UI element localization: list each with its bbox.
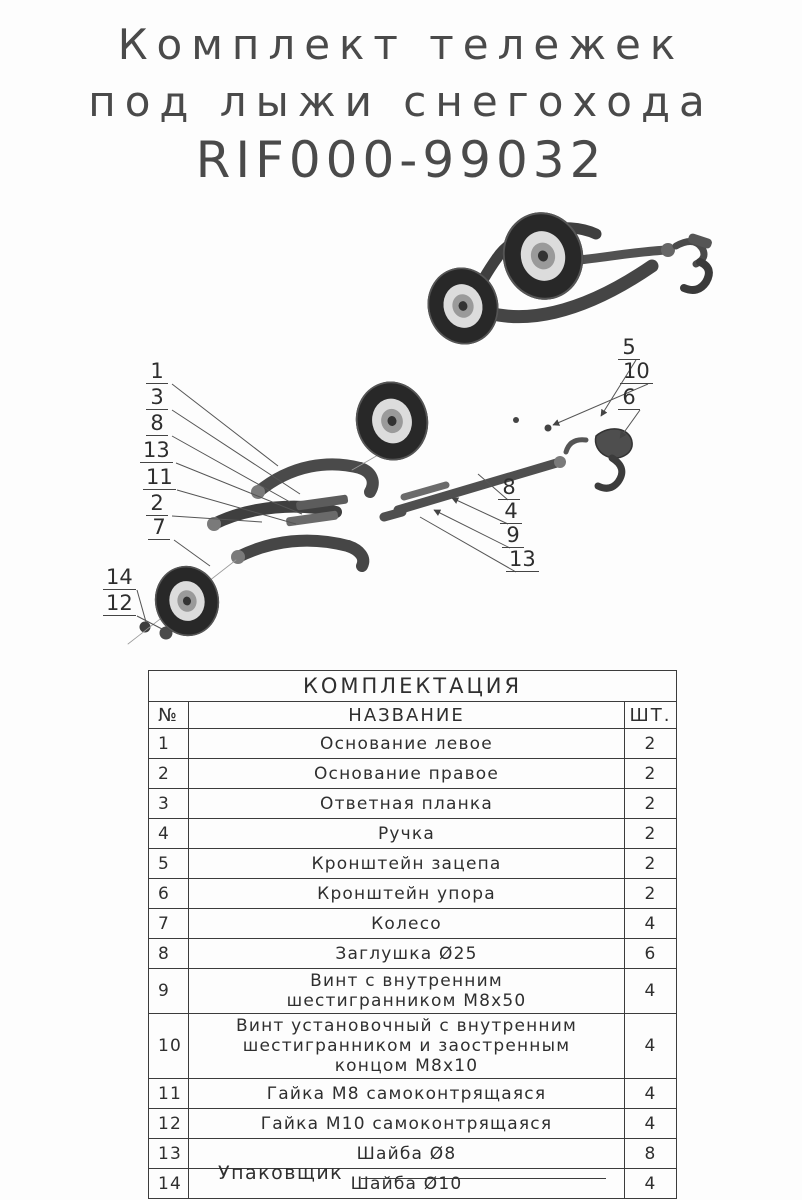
column-header-name: НАЗВАНИЕ [188, 701, 625, 729]
row-name-cell: Кронштейн зацепа [188, 848, 625, 879]
callout-2: 2 [146, 492, 168, 516]
row-qty-cell: 4 [623, 1168, 678, 1199]
column-header-num: № [148, 701, 189, 729]
callout-9: 9 [502, 524, 524, 548]
row-num-cell: 3 [148, 788, 189, 819]
row-qty-cell: 2 [623, 848, 678, 879]
callout-13-left: 13 [140, 439, 173, 463]
callout-1: 1 [146, 360, 168, 384]
row-num-cell: 10 [148, 1013, 189, 1079]
wheel [418, 258, 508, 354]
row-num-cell: 11 [148, 1078, 189, 1109]
row-num-cell: 1 [148, 728, 189, 759]
row-qty-cell: 4 [623, 968, 678, 1014]
callout-11: 11 [143, 466, 176, 490]
row-name-cell: Заглушка Ø25 [188, 938, 625, 969]
wheel [347, 373, 437, 469]
table-title: КОМПЛЕКТАЦИЯ [147, 670, 678, 702]
callout-12: 12 [103, 592, 136, 616]
row-num-cell: 8 [148, 938, 189, 969]
row-qty-cell: 2 [623, 728, 678, 759]
callout-14: 14 [103, 566, 136, 590]
packer-signature-block: Упаковщик [218, 1160, 607, 1184]
row-name-cell: Ручка [188, 818, 625, 849]
packer-label: Упаковщик [218, 1162, 344, 1184]
row-name-cell: Колесо [188, 908, 625, 939]
callout-8-left: 8 [146, 412, 168, 436]
wheel [148, 559, 226, 643]
row-qty-cell: 2 [623, 758, 678, 789]
row-qty-cell: 4 [623, 1013, 678, 1079]
row-qty-cell: 4 [623, 1078, 678, 1109]
row-name-cell: Основание левое [188, 728, 625, 759]
row-qty-cell: 2 [623, 818, 678, 849]
row-name-cell: Винт установочный с внутренним шестигран… [188, 1013, 625, 1079]
row-num-cell: 9 [148, 968, 189, 1014]
row-qty-cell: 8 [623, 1138, 678, 1169]
callout-10: 10 [620, 360, 653, 384]
diagram-drawing [127, 202, 713, 645]
table-header-row: № НАЗВАНИЕ ШТ. [148, 701, 678, 729]
callout-leader-lines [136, 359, 649, 630]
row-name-cell: Шайба Ø10 [188, 1168, 625, 1199]
callout-6: 6 [618, 386, 640, 410]
row-name-cell: Основание правое [188, 758, 625, 789]
callout-5: 5 [618, 336, 640, 360]
title-line-3: RIF000-99032 [195, 131, 607, 189]
signature-line [361, 1160, 607, 1179]
row-num-cell: 4 [148, 818, 189, 849]
row-num-cell: 2 [148, 758, 189, 789]
table-title-row: КОМПЛЕКТАЦИЯ [147, 670, 678, 702]
row-name-cell: Кронштейн упора [188, 878, 625, 909]
title-line-1: Комплект тележек [117, 20, 685, 69]
title-line-2: под лыжи снегохода [88, 77, 714, 126]
column-header-qty: ШТ. [623, 701, 678, 729]
row-num-cell: 5 [148, 848, 189, 879]
row-qty-cell: 6 [623, 938, 678, 969]
exploded-diagram: 1 3 8 13 11 2 7 14 12 5 10 6 8 4 9 13 [0, 195, 802, 660]
callout-8-right: 8 [498, 476, 520, 500]
row-qty-cell: 2 [623, 788, 678, 819]
row-qty-cell: 4 [623, 1108, 678, 1139]
row-num-cell: 13 [148, 1138, 189, 1169]
callout-13-right: 13 [506, 548, 539, 572]
row-qty-cell: 4 [623, 908, 678, 939]
row-name-cell: Ответная планка [188, 788, 625, 819]
wheel [491, 202, 595, 310]
row-qty-cell: 2 [623, 878, 678, 909]
row-num-cell: 6 [148, 878, 189, 909]
row-num-cell: 12 [148, 1108, 189, 1139]
callout-3: 3 [146, 386, 168, 410]
row-name-cell: Винт с внутренним шестигранником М8х50 [188, 968, 625, 1014]
row-name-cell: Гайка М8 самоконтрящаяся [188, 1078, 625, 1109]
row-name-cell: Шайба Ø8 [188, 1138, 625, 1169]
callout-7: 7 [148, 516, 170, 540]
document-title: Комплект тележек под лыжи снегохода RIF0… [0, 16, 802, 190]
row-num-cell: 7 [148, 908, 189, 939]
row-num-cell: 14 [148, 1168, 189, 1199]
row-name-cell: Гайка М10 самоконтрящаяся [188, 1108, 625, 1139]
callout-4: 4 [500, 500, 522, 524]
